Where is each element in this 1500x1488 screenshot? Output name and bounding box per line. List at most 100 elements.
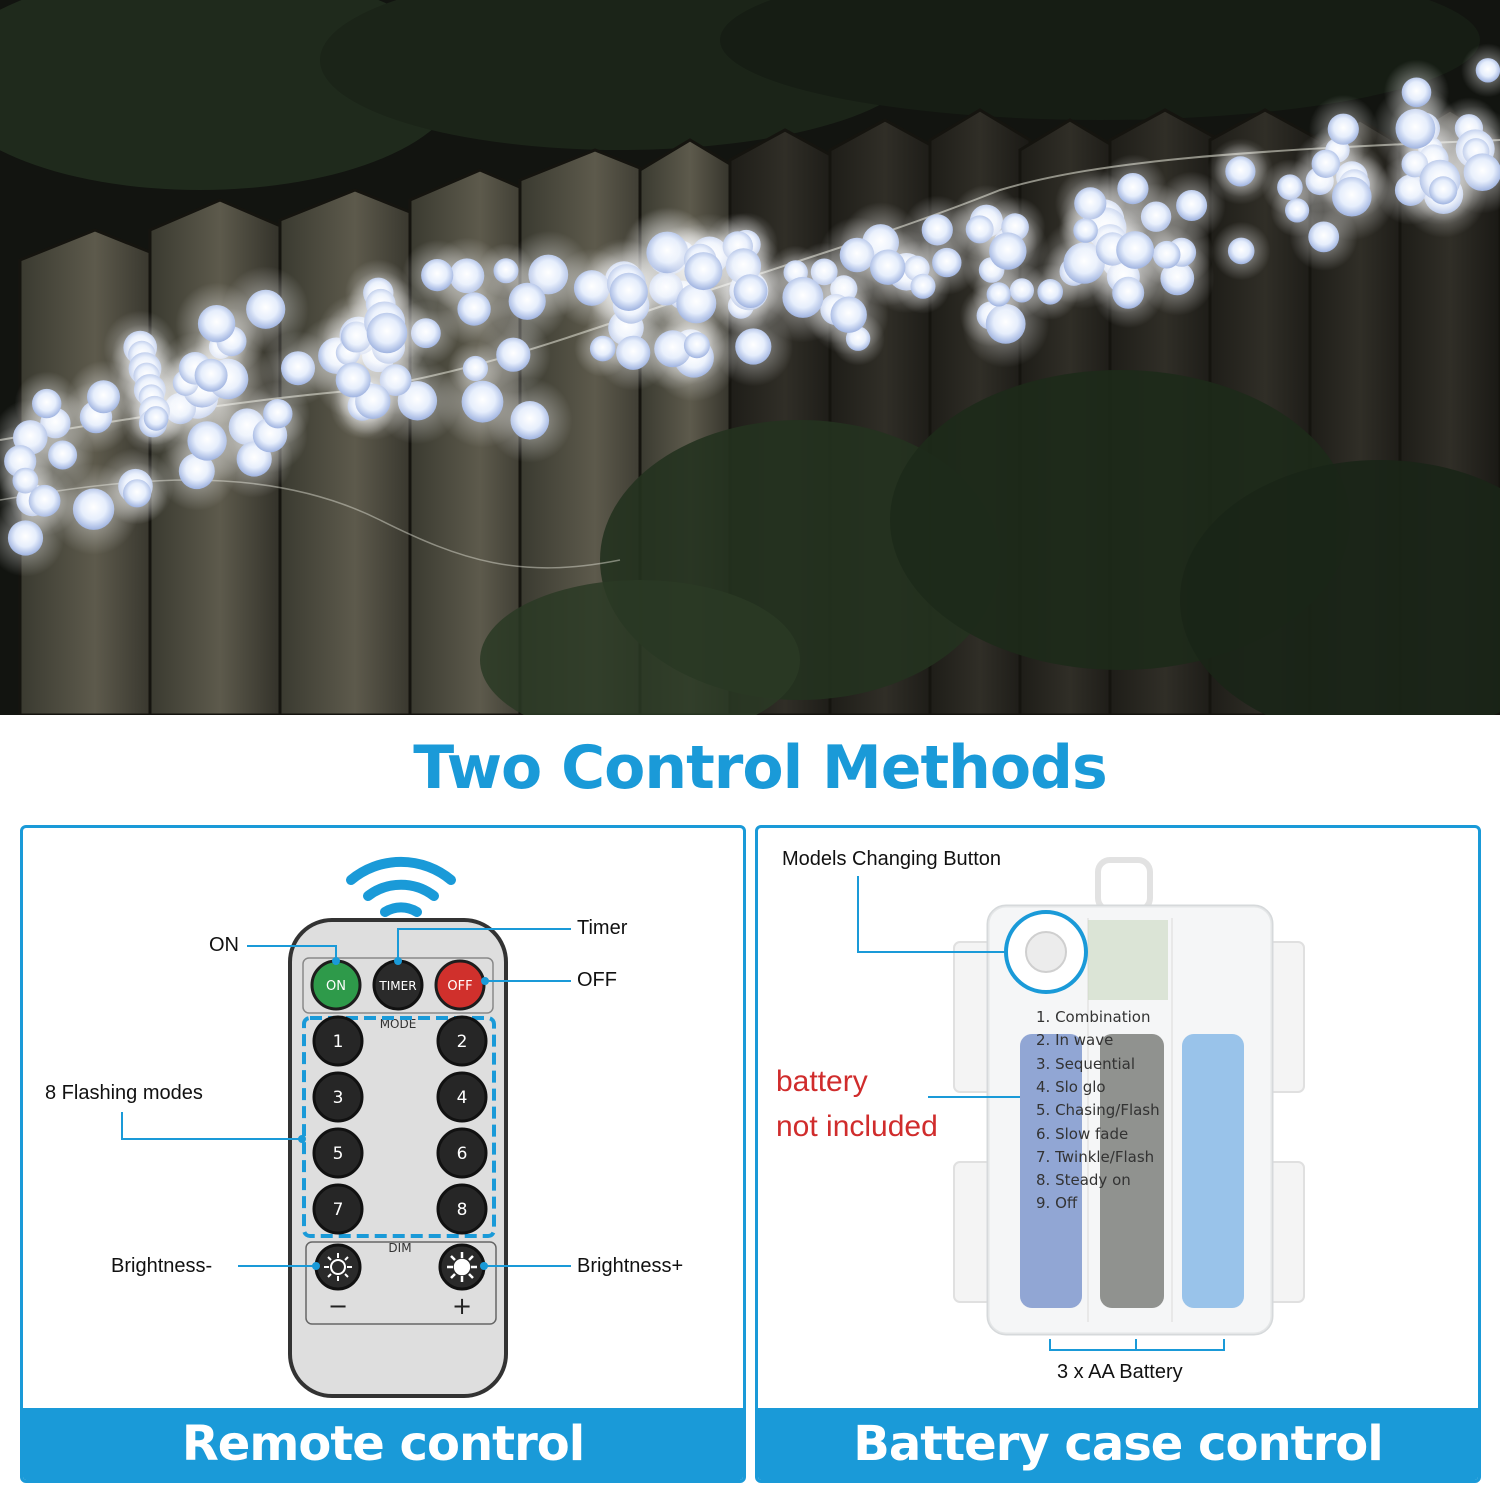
light-bulb [508, 282, 546, 320]
mode-3-label: 3 [333, 1088, 344, 1108]
mode-label: MODE [380, 1017, 417, 1031]
callout-lines [857, 876, 1225, 1351]
mode-7-button[interactable]: 7 [312, 1183, 364, 1235]
timer-button[interactable]: TIMER [372, 959, 424, 1011]
mode-2-button[interactable]: 2 [436, 1015, 488, 1067]
mode-5-label: 5 [333, 1144, 344, 1164]
timer-button-label: TIMER [378, 979, 416, 993]
fairy-lights-photo [0, 0, 1500, 715]
battery-case-diagram [857, 857, 1305, 1351]
mode-3-button[interactable]: 3 [312, 1071, 364, 1123]
lighting-mode-item: 2. In wave [1036, 1031, 1114, 1050]
battery-callout-line2: not included [776, 1110, 938, 1143]
light-bulb [986, 282, 1011, 307]
light-bulb [335, 362, 371, 398]
battery-count-callout: 3 x AA Battery [1057, 1361, 1183, 1383]
sun-bright-icon [447, 1252, 477, 1282]
light-bulb [733, 274, 768, 308]
mode-6-button[interactable]: 6 [436, 1127, 488, 1179]
fence-lights-illustration [0, 0, 1500, 715]
light-bulb [683, 332, 710, 359]
light-bulb [1225, 156, 1256, 187]
lighting-mode-item: 1. Combination [1036, 1008, 1151, 1026]
mode-8-button[interactable]: 8 [436, 1183, 488, 1235]
mode-1-label: 1 [333, 1032, 344, 1052]
mode-7-label: 7 [333, 1200, 344, 1220]
off-button-label: OFF [447, 979, 472, 994]
mode-change-button[interactable] [1025, 931, 1067, 973]
light-bulb [735, 328, 772, 365]
off-button[interactable]: OFF [434, 959, 486, 1011]
wireless-signal-icon [346, 856, 456, 917]
light-bulb [1037, 279, 1063, 305]
light-bulb [123, 479, 152, 508]
on-callout: ON [209, 934, 239, 956]
mode-4-label: 4 [457, 1088, 468, 1108]
light-bulb [194, 358, 228, 392]
brightness-minus-callout: Brightness- [111, 1255, 213, 1277]
light-bulb [1176, 190, 1208, 221]
lighting-mode-item: 4. Slo glo [1036, 1077, 1106, 1096]
light-bulb [461, 380, 504, 423]
light-bulb [7, 520, 44, 556]
timer-callout: Timer [577, 917, 628, 939]
lighting-mode-item: 6. Slow fade [1036, 1124, 1129, 1143]
lighting-mode-item: 7. Twinkle/Flash [1036, 1147, 1155, 1166]
light-bulb [1116, 231, 1154, 269]
light-bulb [1073, 218, 1098, 243]
mode-4-button[interactable]: 4 [436, 1071, 488, 1123]
light-bulb [72, 488, 115, 530]
light-bulb [932, 247, 962, 278]
on-button[interactable]: ON [310, 959, 362, 1011]
light-bulb [830, 296, 867, 333]
mode-2-label: 2 [457, 1032, 468, 1052]
light-bulb [263, 399, 293, 429]
light-bulb [1429, 176, 1458, 205]
light-bulb [1475, 58, 1500, 83]
light-bulb [143, 406, 169, 431]
light-bulb [1285, 198, 1310, 223]
lighting-mode-item: 3. Sequential [1036, 1054, 1136, 1073]
light-bulb [197, 305, 236, 343]
light-bulb [609, 272, 648, 311]
mode-5-button[interactable]: 5 [312, 1127, 364, 1179]
battery-case-footer: Battery case control [758, 1408, 1478, 1480]
light-bulb [989, 232, 1027, 270]
light-bulb [589, 335, 616, 362]
mode-1-button[interactable]: 1 [312, 1015, 364, 1067]
lighting-mode-item: 9. Off [1036, 1194, 1078, 1213]
battery-black-middle [1100, 1034, 1164, 1308]
flashing-modes-highlight [302, 1016, 496, 1238]
mode-6-label: 6 [457, 1144, 468, 1164]
on-button-label: ON [326, 979, 346, 994]
light-bulb [1401, 77, 1432, 108]
light-bulb [32, 388, 62, 419]
minus-symbol: − [328, 1292, 348, 1320]
flashing-modes-callout: 8 Flashing modes [45, 1082, 203, 1104]
mode-8-label: 8 [457, 1200, 468, 1220]
light-bulb [421, 259, 454, 292]
brightness-up-button[interactable] [438, 1243, 486, 1291]
plus-symbol: + [452, 1292, 472, 1320]
battery-blue-right [1182, 1034, 1244, 1308]
light-bulb [1332, 176, 1372, 217]
light-bulb [366, 312, 408, 354]
battery-case-panel: Models Changing Button battery not inclu… [755, 825, 1481, 1483]
sun-dim-icon [324, 1253, 352, 1281]
light-bulb [684, 252, 723, 291]
light-bulb [457, 292, 491, 326]
callout-lines [121, 928, 571, 1270]
off-callout: OFF [577, 969, 617, 991]
brightness-plus-callout: Brightness+ [577, 1255, 684, 1277]
remote-control-footer: Remote control [23, 1408, 743, 1480]
light-bulb [87, 380, 120, 414]
battery-callout-line1: battery [776, 1065, 868, 1098]
light-bulb [1227, 237, 1255, 265]
page-title: Two Control Methods [413, 733, 1107, 803]
models-changing-button-callout: Models Changing Button [782, 848, 1002, 870]
lighting-mode-item: 5. Chasing/Flash [1036, 1101, 1160, 1120]
brightness-down-button[interactable] [314, 1243, 362, 1291]
light-bulb [1117, 173, 1149, 205]
